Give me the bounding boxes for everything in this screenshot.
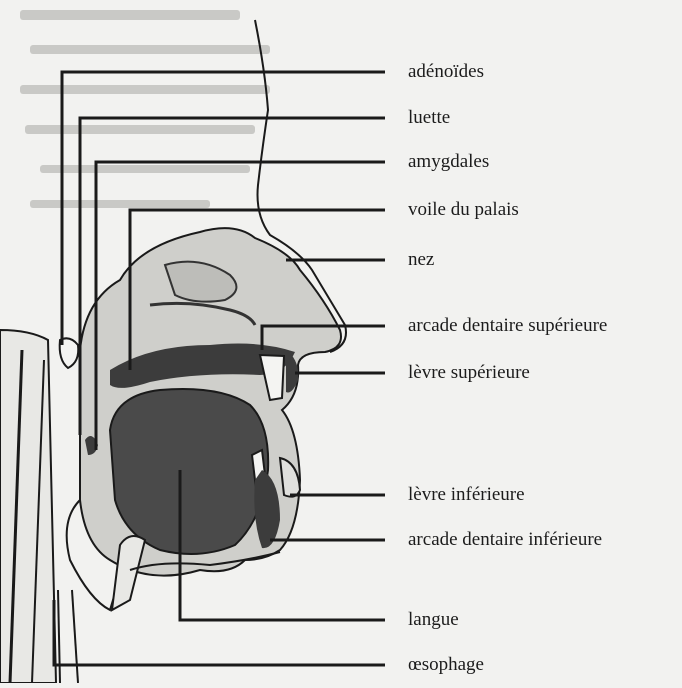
label-voile-du-palais: voile du palais	[408, 200, 519, 219]
label-langue: langue	[408, 610, 459, 629]
leader-oesophage	[54, 600, 385, 665]
label-adenoides: adénoïdes	[408, 62, 484, 81]
label-luette: luette	[408, 108, 450, 127]
label-levre-superieure: lèvre supérieure	[408, 363, 530, 382]
label-nez: nez	[408, 250, 434, 269]
neck-column	[0, 330, 56, 683]
background-bleed-text	[20, 10, 270, 208]
label-amygdales: amygdales	[408, 152, 489, 171]
label-oesophage: œsophage	[408, 655, 484, 674]
tongue	[110, 389, 268, 554]
label-levre-inferieure: lèvre inférieure	[408, 485, 525, 504]
label-arcade-dentaire-inferieure: arcade dentaire inférieure	[408, 530, 602, 549]
label-arcade-dentaire-superieure: arcade dentaire supérieure	[408, 316, 607, 335]
